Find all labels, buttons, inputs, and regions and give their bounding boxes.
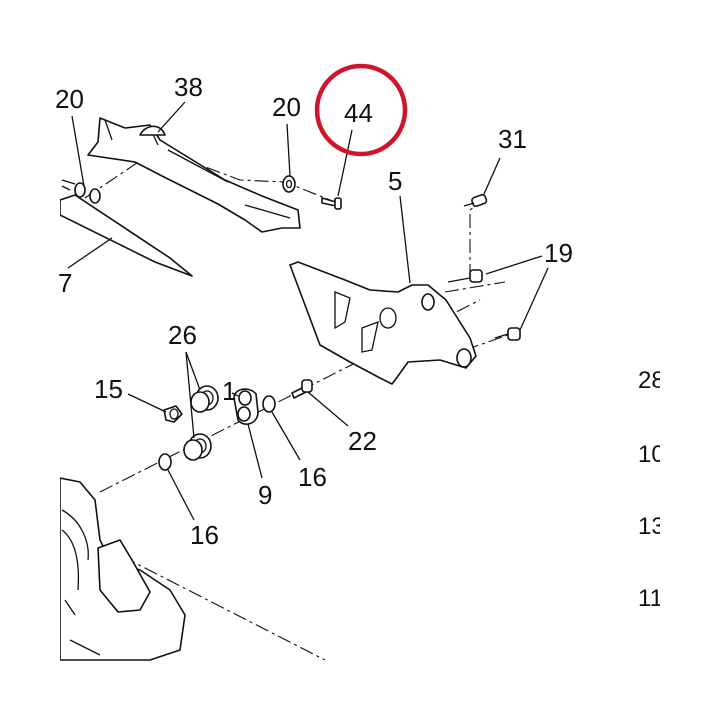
callout-26: 26 [168,320,197,350]
callout-20-left: 20 [55,84,84,114]
gear-26-upper [190,385,219,413]
edge-label-13: 13 [638,513,665,540]
link-plate-9 [233,388,259,425]
screw-44 [321,197,342,210]
highlight-circle [314,63,408,157]
callout-1: 1 [222,376,236,406]
callout-22: 22 [348,426,377,456]
screw-19-lower [494,327,521,341]
edge-label-10: 10 [638,441,665,468]
callout-19: 19 [544,238,573,268]
leader-lines [67,101,549,521]
lower-housing [60,477,186,661]
washer-20 [282,175,296,193]
edge-label-28: 28 [638,367,665,394]
callout-16-right: 16 [298,462,327,492]
callout-16-lower: 16 [190,520,219,550]
gear-26-lower [183,433,212,461]
edge-label-11: 11 [638,585,663,612]
callout-38: 38 [174,72,203,102]
plate-5 [289,261,477,385]
cap-15 [163,405,183,423]
screw-22 [291,379,313,399]
callout-9: 9 [258,480,272,510]
edge-labels: 28 10 13 11 [638,367,665,612]
callout-5: 5 [388,166,402,196]
callout-20-top: 20 [272,92,301,122]
washer-16-lower [158,453,172,471]
screw-19-upper [447,269,483,283]
bracket-38 [87,117,301,233]
callout-15: 15 [94,374,123,404]
callout-31: 31 [498,124,527,154]
left-rod-7 [60,179,193,277]
washer-16-upper [262,395,276,413]
callout-7: 7 [58,268,72,298]
screw-31 [463,193,488,208]
callout-44: 44 [344,98,373,128]
callout-labels: 20 38 20 44 31 5 19 7 26 15 1 22 16 9 16 [55,72,573,550]
